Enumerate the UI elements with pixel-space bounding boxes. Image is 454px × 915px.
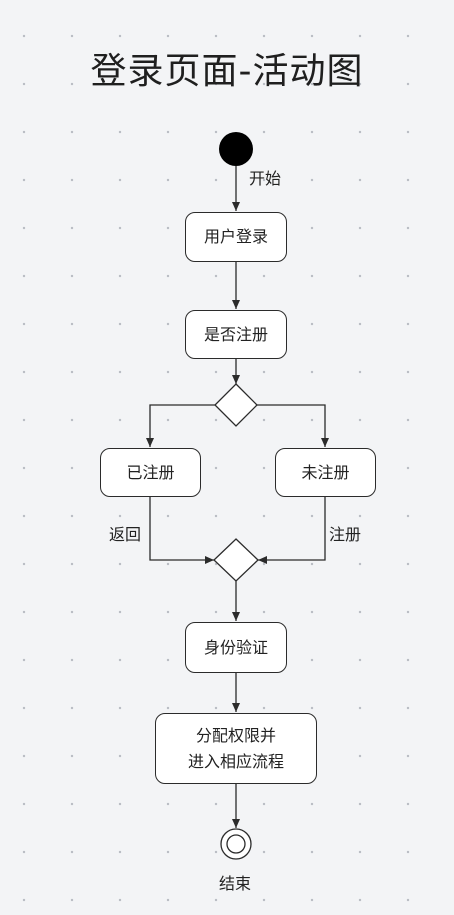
start-node xyxy=(219,132,253,166)
node-user-login-label: 用户登录 xyxy=(203,227,268,246)
decision-diamond xyxy=(214,383,258,427)
edge-registered-to-merge xyxy=(149,497,214,564)
diagram-title: 登录页面-活动图 xyxy=(90,51,364,92)
edge-decision-to-registered xyxy=(146,404,215,447)
node-assign-line1: 分配权限并 xyxy=(195,725,276,745)
node-identity-verify: 身份验证 xyxy=(185,622,287,673)
label-end: 结束 xyxy=(219,874,252,893)
end-node-inner xyxy=(226,834,246,854)
node-registered-label: 已注册 xyxy=(126,462,175,482)
label-start: 开始 xyxy=(249,169,282,188)
node-registered: 已注册 xyxy=(100,448,201,497)
edge-unregistered-to-merge xyxy=(258,497,326,564)
label-register: 注册 xyxy=(329,525,362,544)
node-user-login: 用户登录 xyxy=(185,212,287,262)
node-assign-permission: 分配权限并 进入相应流程 xyxy=(155,713,317,784)
node-unregistered-label: 未注册 xyxy=(301,462,350,482)
node-identity-verify-label: 身份验证 xyxy=(203,637,268,657)
merge-diamond xyxy=(213,538,259,582)
node-check-registered-label: 是否注册 xyxy=(203,324,268,344)
label-back: 返回 xyxy=(109,525,142,544)
node-check-registered: 是否注册 xyxy=(185,310,287,359)
node-unregistered: 未注册 xyxy=(275,448,376,497)
node-assign-line2: 进入相应流程 xyxy=(187,751,284,771)
edge-decision-to-unregistered xyxy=(257,404,329,447)
